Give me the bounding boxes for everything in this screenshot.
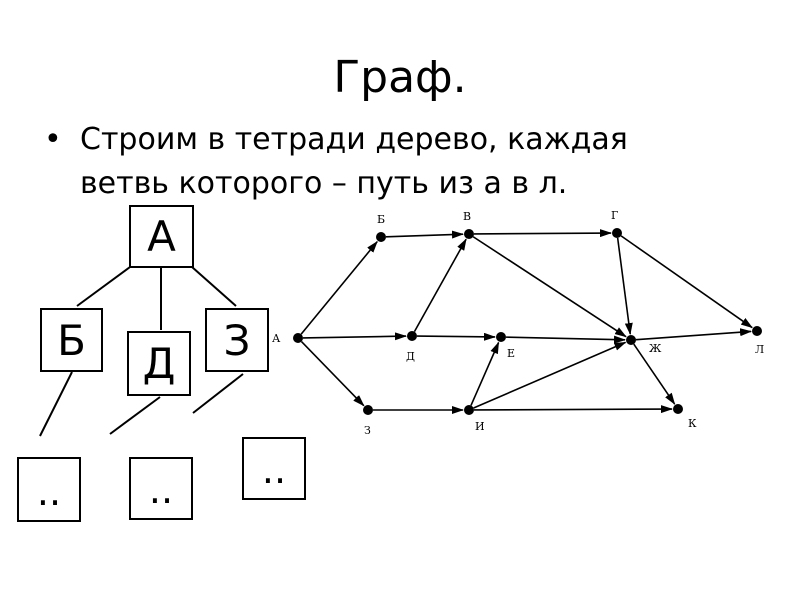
graph-edge-i-k — [473, 405, 674, 414]
tree-node-right: З — [205, 308, 269, 372]
graph-edge-e-zh — [505, 335, 627, 344]
tree-stub-middle — [109, 396, 161, 435]
graph-node-v — [464, 229, 474, 239]
graph-node-l — [752, 326, 762, 336]
tree-node-middle-label: Д — [142, 339, 176, 388]
graph-edge-v-zh — [472, 236, 627, 338]
tree-placeholder-middle: .. — [129, 457, 193, 520]
graph-edge-b-v — [385, 230, 465, 239]
graph-node-label-i: И — [475, 420, 485, 433]
bullet-line-2: ветвь которого – путь из а в л. — [80, 166, 568, 201]
graph-edge-d-v — [413, 238, 467, 333]
graph-edge-zh-k — [633, 343, 676, 405]
graph-node-label-zh: Ж — [649, 342, 662, 355]
graph-edge-v-g — [473, 229, 613, 238]
tree-node-right-label: З — [223, 315, 251, 365]
bullet-text: Строим в тетради дерево, каждая ветвь ко… — [80, 118, 780, 206]
graph-node-label-b: Б — [377, 213, 385, 226]
graph-node-k — [673, 404, 683, 414]
graph-edge-a-z — [300, 341, 365, 407]
graph-edge-g-zh — [616, 237, 633, 336]
graph-node-a — [293, 333, 303, 343]
graph-edge-d-e — [416, 332, 497, 341]
bullet-line-1: Строим в тетради дерево, каждая — [80, 122, 628, 157]
tree-node-root: А — [129, 205, 194, 268]
graph-node-label-v: В — [463, 210, 471, 223]
graph-edge-zh-l — [635, 328, 753, 341]
graph-node-d — [407, 331, 417, 341]
graph-edge-a-d — [302, 332, 408, 341]
tree-node-left: Б — [40, 308, 103, 372]
tree-line-root-left — [76, 266, 131, 307]
graph-edge-a-b — [300, 240, 378, 335]
graph-node-label-k: К — [688, 417, 697, 430]
tree-placeholder-right: .. — [242, 437, 306, 500]
graph-node-label-l: Л — [755, 343, 764, 356]
slide-title: Граф. — [333, 52, 467, 103]
graph-node-i — [464, 405, 474, 415]
tree-node-root-label: А — [147, 212, 176, 261]
bullet-marker: • — [44, 122, 62, 157]
graph-node-label-z: З — [364, 424, 371, 437]
graph-edge-g-l — [620, 235, 753, 329]
graph-edge-i-e — [470, 341, 500, 406]
tree-stub-left — [39, 371, 73, 437]
tree-placeholder-middle-label: .. — [148, 468, 174, 512]
graph-edge-i-zh — [473, 341, 627, 409]
graph-node-label-g: Г — [611, 209, 618, 222]
graph-node-zh — [626, 335, 636, 345]
graph-node-label-a: А — [272, 332, 281, 345]
graph-node-label-e: Е — [507, 347, 515, 360]
tree-placeholder-left-label: .. — [36, 470, 62, 514]
graph-node-e — [496, 332, 506, 342]
tree-placeholder-left: .. — [17, 457, 81, 522]
graph-node-label-d: Д — [406, 350, 415, 363]
graph-node-b — [376, 232, 386, 242]
graph-node-z — [363, 405, 373, 415]
graph-node-g — [612, 228, 622, 238]
tree-line-root-right — [191, 266, 237, 307]
tree-placeholder-right-label: .. — [261, 448, 287, 492]
tree-node-left-label: Б — [57, 315, 86, 365]
tree-stub-right — [192, 373, 244, 414]
tree-node-middle: Д — [127, 331, 191, 396]
